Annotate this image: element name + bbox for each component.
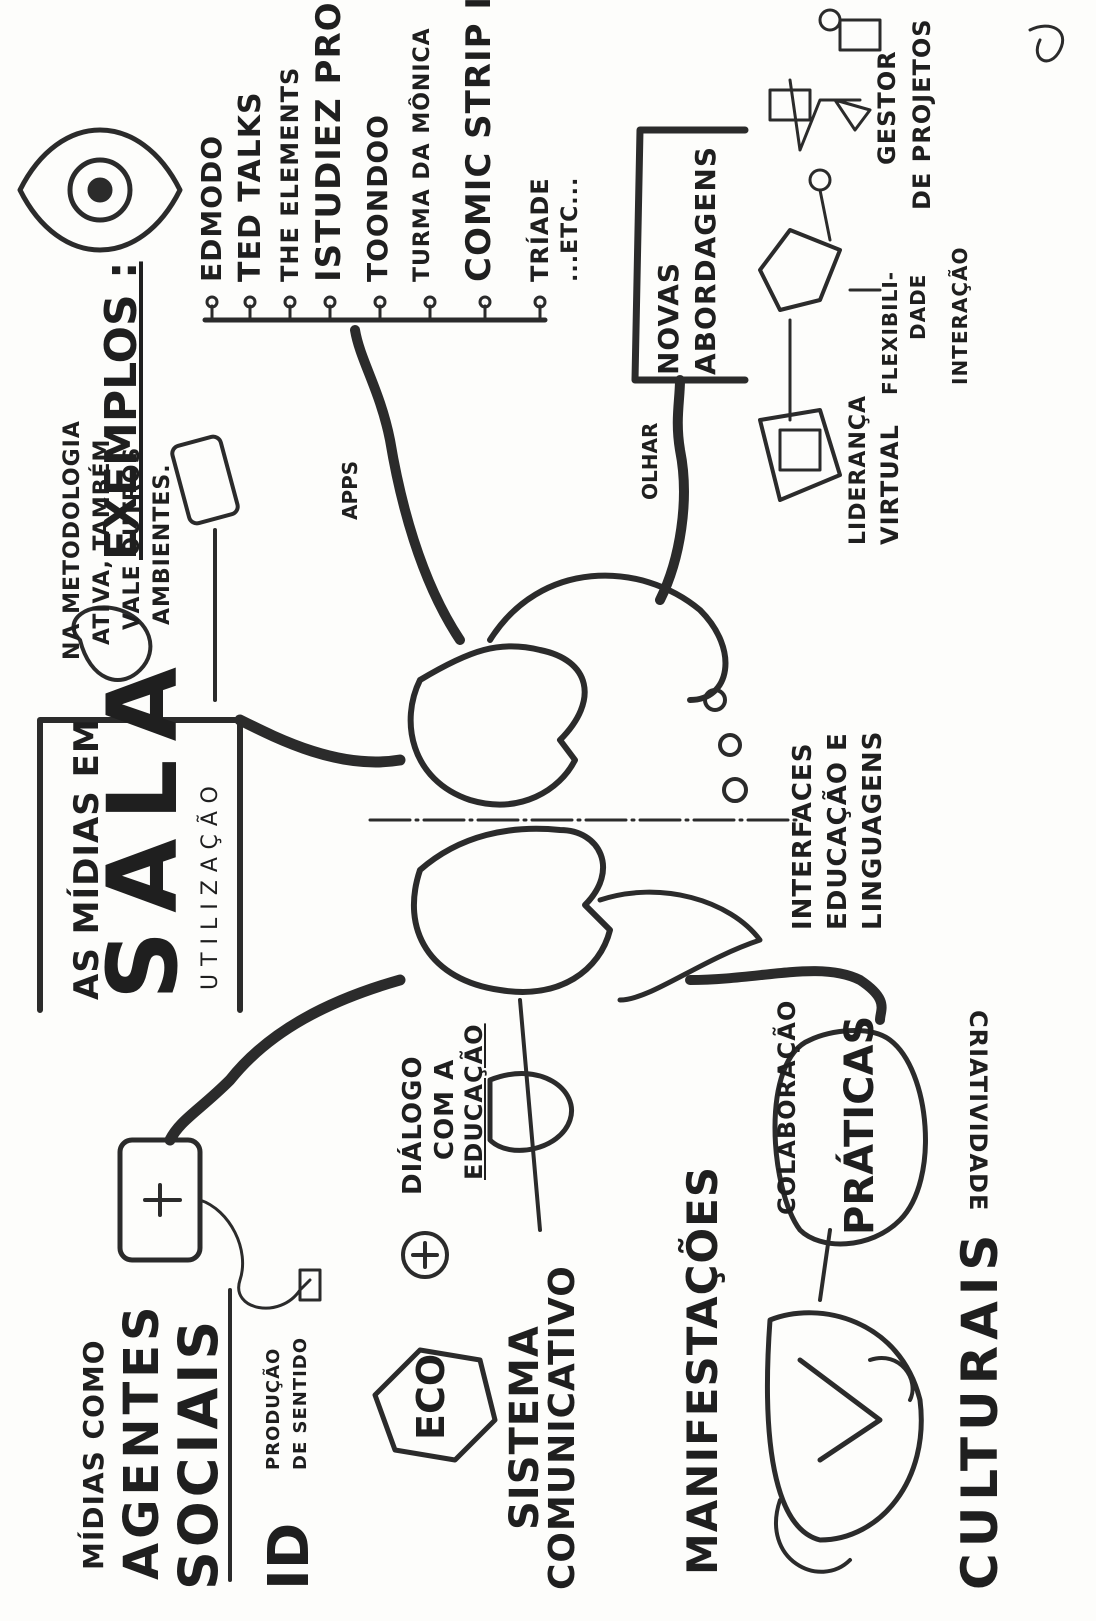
manifestacoes-line1: MANIFESTAÇÕES: [682, 1166, 724, 1575]
interfaces-line2: EDUCAÇÃO E: [825, 732, 851, 930]
agentes-line2: AGENTES: [118, 1302, 166, 1580]
eco-badge: ECO: [412, 1354, 450, 1440]
praticas-left: COLABORAÇÃO: [775, 1000, 799, 1215]
agentes-line1: MÍDIAS COMO: [80, 1339, 108, 1570]
exemplos-title: EXEMPLOS :: [100, 261, 144, 560]
praticas-right: CRIATIVIDADE: [966, 1010, 990, 1211]
flex-line1: FLEXIBILI-: [880, 271, 900, 395]
pencil-icon: [490, 1000, 572, 1230]
sala-sub: UTILIZAÇÃO: [200, 778, 222, 990]
metodologia-line-1: NA METODOLOGIA: [62, 420, 84, 660]
branch-agentes: [170, 980, 400, 1140]
apps-label: APPS: [340, 461, 360, 520]
eye-icon: [20, 130, 180, 250]
signature: [1030, 26, 1063, 61]
laptop-icon: [760, 410, 840, 500]
gem-network: [760, 10, 880, 420]
gestor-line2: DE PROJETOS: [910, 18, 934, 210]
face-left-outline: [411, 646, 585, 804]
interfaces-line1: INTERFACES: [790, 743, 816, 930]
lideranca-line2: VIRTUAL: [878, 424, 902, 545]
novas-line2: ABORDAGENS: [692, 146, 720, 375]
lideranca-line1: LIDERANÇA: [848, 395, 870, 545]
praticas-center: PRÁTICAS: [840, 1016, 880, 1235]
novas-line1: NOVAS: [655, 262, 683, 375]
dialogo-line2: COM A: [432, 1059, 458, 1160]
exemplo-item: COMIC STRIP IT: [462, 0, 496, 282]
branch-olhar: [660, 380, 684, 600]
mask-icon: [767, 1313, 921, 1572]
dialogo-line3: EDUCAÇÃO: [462, 1023, 486, 1180]
dialogo-line1: DIÁLOGO: [400, 1055, 426, 1195]
exemplo-item: TED TALKS: [236, 91, 266, 282]
branch-apps: [355, 330, 460, 640]
face-right-outline: [414, 829, 610, 992]
metodologia-line-4: AMBIENTES.: [152, 463, 174, 625]
branch-sala: [240, 720, 400, 762]
olhar-label: OLHAR: [640, 423, 660, 500]
agentes-line3: SOCIAIS: [172, 1317, 226, 1590]
device-icon: [120, 1140, 320, 1308]
exemplo-item: TRÍADE: [528, 177, 552, 282]
producao-line1: PRODUÇÃO: [265, 1348, 283, 1470]
producao-line2: DE SENTIDO: [292, 1337, 310, 1470]
eco-line2: COMUNICATIVO: [545, 1265, 581, 1590]
exemplo-item: TOONDOO: [364, 114, 392, 282]
exemplo-item: THE ELEMENTS: [278, 67, 302, 282]
interacao-label: INTERAÇÃO: [950, 246, 970, 385]
exemplo-item: ...ETC...: [560, 177, 582, 282]
hair-left: [490, 576, 725, 700]
eco-line1: SISTEMA: [505, 1325, 545, 1530]
flex-line2: DADE: [908, 274, 928, 340]
exemplo-item: TURMA DA MÔNICA: [412, 27, 434, 282]
gestor-line1: GESTOR: [875, 50, 899, 165]
exemplo-item: EDMODO: [198, 135, 226, 282]
interfaces-line3: LINGUAGENS: [860, 731, 886, 930]
exemplo-item: ISTUDIEZ PRO: [312, 1, 346, 282]
hair-right: [600, 892, 760, 1000]
sala-title: SALA: [95, 649, 191, 1000]
id-mark: ID: [262, 1523, 318, 1590]
manifestacoes-line2: CULTURAIS: [955, 1229, 1005, 1590]
